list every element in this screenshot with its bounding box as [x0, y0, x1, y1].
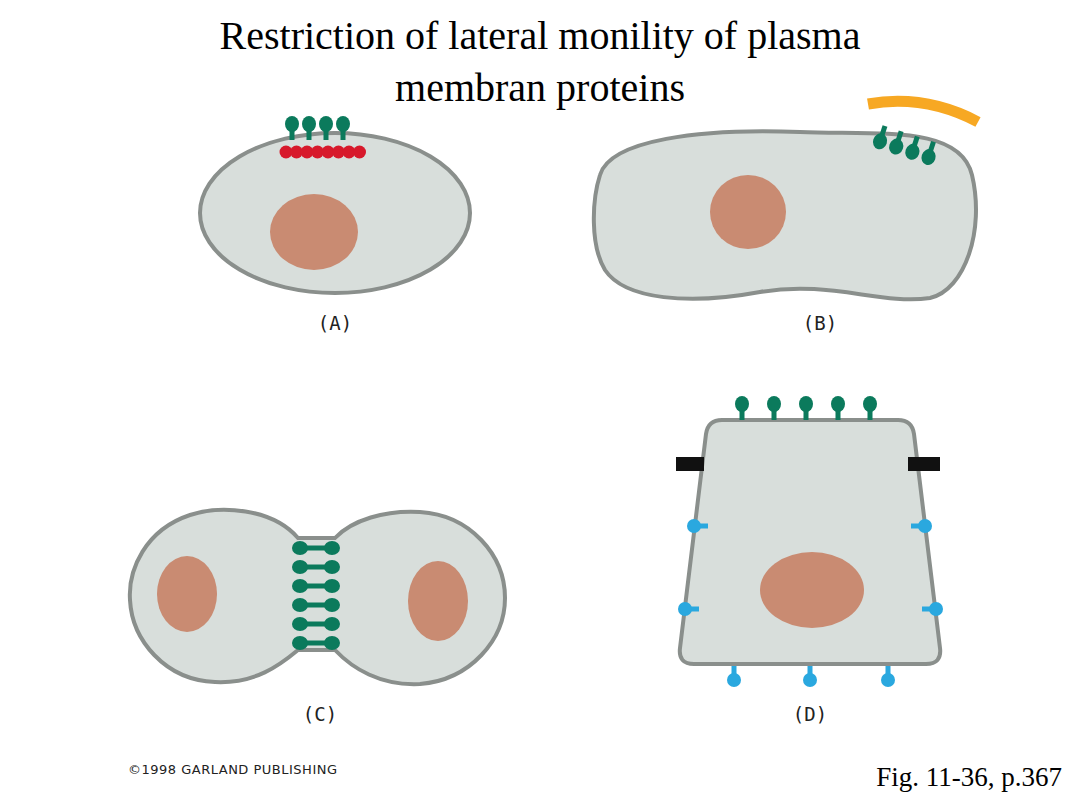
- membrane-protein: [319, 116, 333, 140]
- apical-proteins: [735, 396, 877, 420]
- anchor-bead: [353, 146, 366, 159]
- membrane-protein: [302, 116, 316, 140]
- copyright-note: ©1998 GARLAND PUBLISHING: [128, 762, 338, 777]
- protein-cluster: [871, 124, 940, 167]
- membrane-protein: [678, 602, 699, 616]
- panel-label: (B): [803, 312, 837, 334]
- protein-cluster: [285, 116, 350, 140]
- title: Restriction of lateral monility of plasm…: [150, 10, 930, 114]
- membrane-protein: [316, 598, 340, 612]
- membrane-protein: [863, 396, 877, 420]
- membrane-protein: [919, 140, 940, 167]
- membrane-protein: [292, 617, 316, 631]
- membrane-protein: [735, 396, 749, 420]
- basolateral-proteins: [678, 519, 943, 687]
- membrane-protein: [292, 541, 316, 555]
- membrane-protein: [803, 666, 817, 687]
- membrane-protein: [292, 636, 316, 650]
- membrane-protein: [887, 129, 908, 156]
- panel-label: (D): [793, 703, 827, 725]
- tight-junction: [908, 457, 940, 471]
- cell-a: [200, 116, 470, 293]
- membrane-protein: [316, 560, 340, 574]
- membrane-protein: [292, 598, 316, 612]
- membrane-protein: [727, 666, 741, 687]
- membrane-protein: [316, 579, 340, 593]
- membrane-protein: [799, 396, 813, 420]
- panel-label: (A): [318, 312, 352, 334]
- membrane-protein: [687, 519, 708, 533]
- membrane-protein: [292, 579, 316, 593]
- figure-reference: Fig. 11-36, p.367: [876, 762, 1062, 793]
- panel-label: (C): [303, 703, 337, 725]
- membrane-protein: [871, 124, 892, 151]
- membrane-protein: [831, 396, 845, 420]
- membrane-protein: [316, 636, 340, 650]
- tight-junction: [676, 457, 704, 471]
- membrane-protein: [911, 519, 932, 533]
- membrane-protein: [767, 396, 781, 420]
- membrane-protein: [316, 541, 340, 555]
- extracellular-matrix: [868, 101, 978, 122]
- cell-c: [130, 510, 505, 684]
- membrane-protein: [881, 666, 895, 687]
- membrane-protein: [336, 116, 350, 140]
- membrane-protein: [922, 602, 943, 616]
- membrane-protein: [903, 134, 924, 161]
- membrane-protein: [292, 560, 316, 574]
- membrane-protein: [316, 617, 340, 631]
- intracellular-anchor: [280, 146, 367, 159]
- cell-b: [594, 101, 978, 299]
- protein-cluster: [292, 541, 340, 650]
- membrane-protein: [285, 116, 299, 140]
- cell-d: [676, 396, 943, 687]
